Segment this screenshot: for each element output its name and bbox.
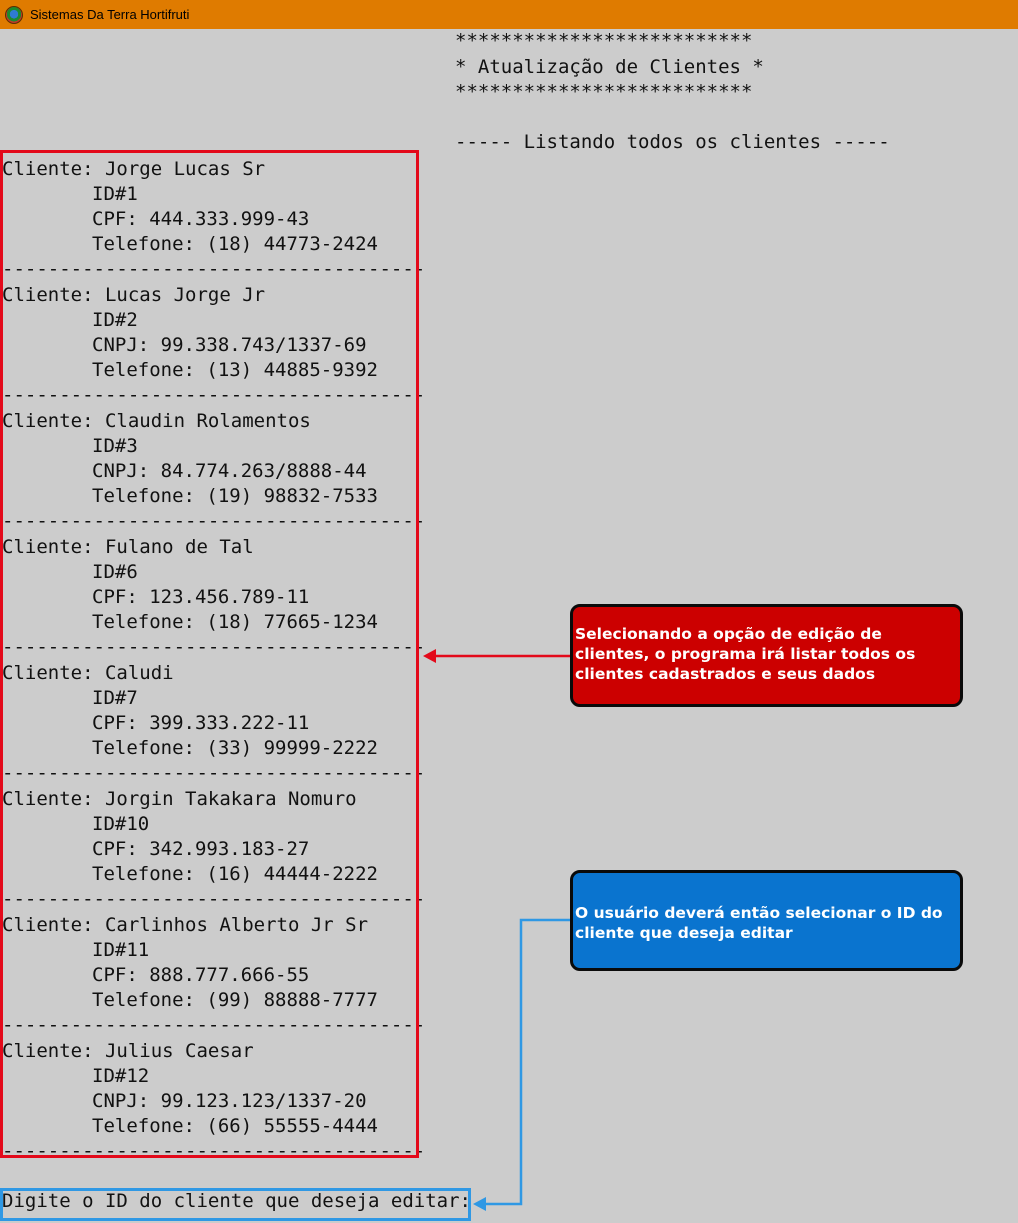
client-document: CNPJ: 99.123.123/1337-20 [92,1090,367,1112]
blue-arrow [473,918,570,1211]
separator-line: ------------------------------------- [2,888,426,910]
client-phone: Telefone: (13) 44885-9392 [92,359,378,381]
client-name: Cliente: Jorgin Takakara Nomuro [2,788,357,810]
client-name: Cliente: Carlinhos Alberto Jr Sr [2,914,369,936]
client-name: Cliente: Julius Caesar [2,1040,254,1062]
separator-line: ------------------------------------- [2,258,426,280]
header-stars-bottom: ************************** [455,81,753,103]
client-name: Cliente: Lucas Jorge Jr [2,284,266,306]
client-phone: Telefone: (18) 44773-2424 [92,233,378,255]
client-phone: Telefone: (99) 88888-7777 [92,989,378,1011]
client-list-highlight [0,150,419,1158]
window-titlebar: Sistemas Da Terra Hortifruti [0,0,1018,29]
client-phone: Telefone: (18) 77665-1234 [92,611,378,633]
client-id: ID#12 [92,1065,150,1087]
header-stars-top: ************************** [455,30,753,52]
separator-line: ------------------------------------- [2,762,426,784]
client-name: Cliente: Fulano de Tal [2,536,254,558]
client-name: Cliente: Claudin Rolamentos [2,410,311,432]
client-id: ID#6 [92,561,138,583]
client-name: Cliente: Caludi [2,662,174,684]
client-document: CPF: 888.777.666-55 [92,964,310,986]
client-phone: Telefone: (66) 55555-4444 [92,1115,378,1137]
client-document: CPF: 444.333.999-43 [92,208,310,230]
client-id: ID#10 [92,813,150,835]
client-id: ID#11 [92,939,150,961]
separator-line: ------------------------------------- [2,384,426,406]
client-id: ID#2 [92,309,138,331]
callout-list-explanation: Selecionando a opção de edição de client… [570,604,963,707]
client-document: CNPJ: 99.338.743/1337-69 [92,334,367,356]
listing-heading: ----- Listando todos os clientes ----- [455,131,890,153]
client-document: CPF: 399.333.222-11 [92,712,310,734]
callout-prompt-explanation: O usuário deverá então selecionar o ID d… [570,870,963,971]
client-document: CPF: 123.456.789-11 [92,586,310,608]
input-prompt[interactable]: Digite o ID do cliente que deseja editar… [2,1190,471,1212]
prompt-highlight [0,1188,471,1221]
client-name: Cliente: Jorge Lucas Sr [2,158,266,180]
client-id: ID#1 [92,183,138,205]
client-document: CPF: 342.993.183-27 [92,838,310,860]
separator-line: ------------------------------------- [2,1014,426,1036]
client-phone: Telefone: (33) 99999-2222 [92,737,378,759]
separator-line: ------------------------------------- [2,636,426,658]
separator-line: ------------------------------------- [2,510,426,532]
window-title: Sistemas Da Terra Hortifruti [30,7,190,22]
client-phone: Telefone: (16) 44444-2222 [92,863,378,885]
console-output: ************************** * Atualização… [0,29,1018,1223]
client-id: ID#7 [92,687,138,709]
client-id: ID#3 [92,435,138,457]
app-logo-icon [5,5,23,24]
client-document: CNPJ: 84.774.263/8888-44 [92,460,367,482]
page-title: * Atualização de Clientes * [455,56,764,78]
client-phone: Telefone: (19) 98832-7533 [92,485,378,507]
red-arrow [423,649,570,663]
